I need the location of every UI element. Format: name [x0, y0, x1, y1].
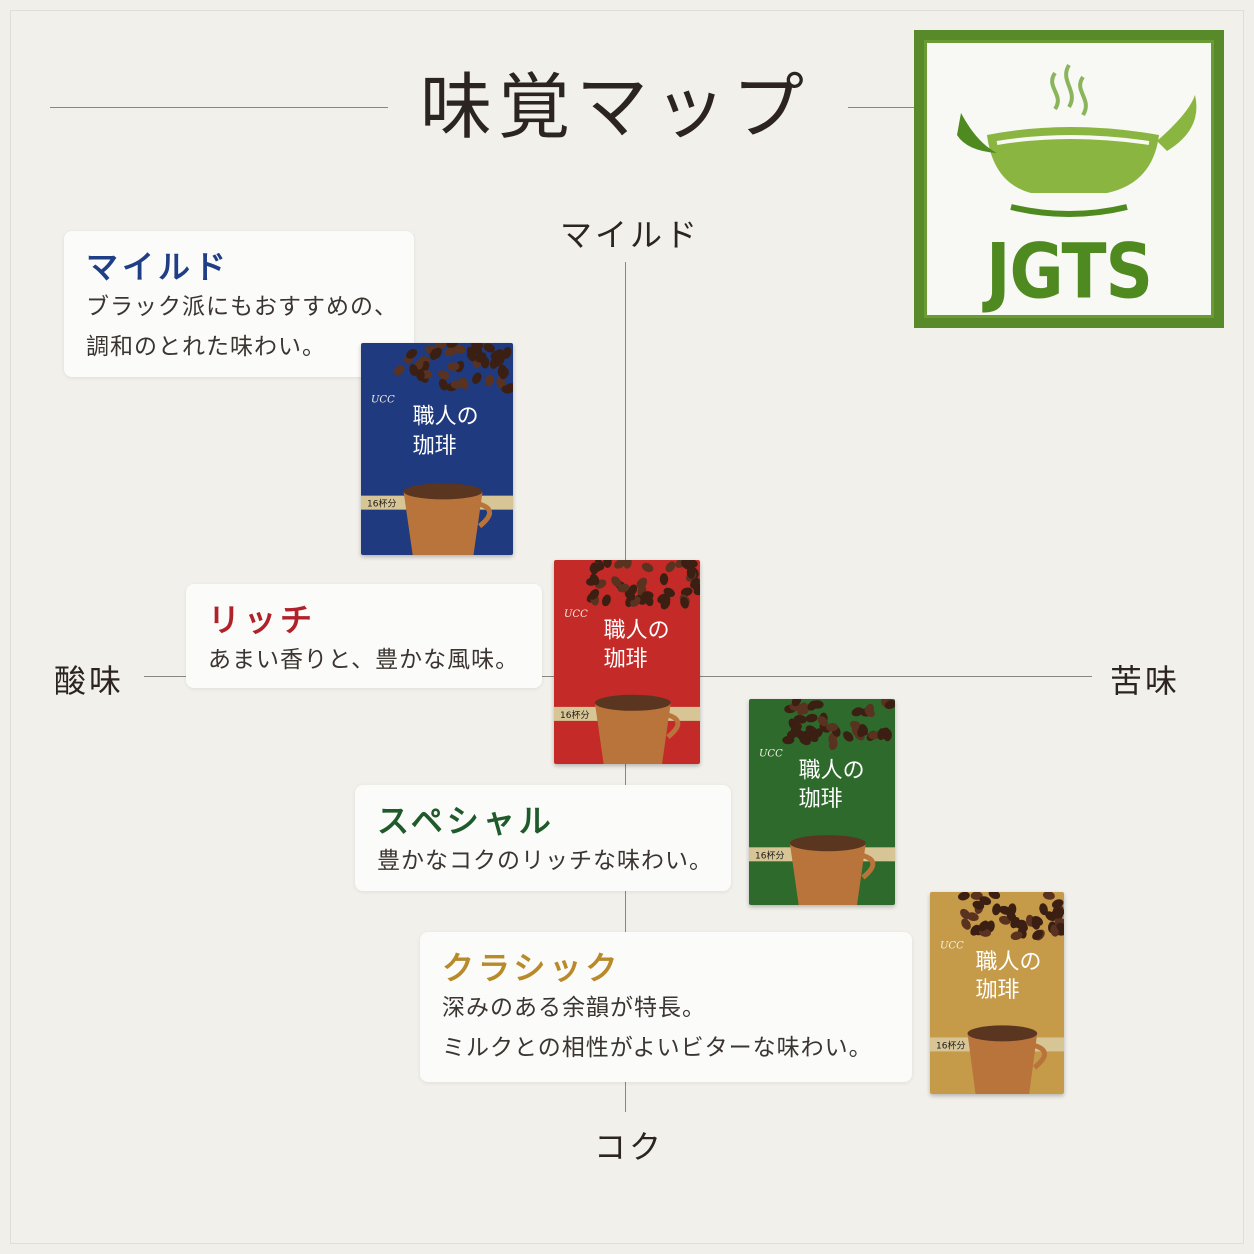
coffee-cup-icon [789, 835, 876, 905]
pack-title-line2: 珈琲 [976, 978, 1020, 1003]
product-pack-rich: UCC 職人の珈琲 16杯分 [554, 560, 700, 764]
product-desc-mild-2: 調和のとれた味わい。 [86, 334, 326, 360]
coffee-cup-icon [967, 1025, 1047, 1094]
title-rule-left [50, 107, 388, 108]
coffee-beans-icon [586, 560, 700, 610]
coffee-cup-icon [594, 694, 681, 764]
product-desc-rich-1: あまい香りと、豊かな風味。 [208, 647, 520, 673]
pack-title-line2: 珈琲 [604, 647, 648, 672]
product-desc-special-1: 豊かなコクのリッチな味わい。 [377, 848, 713, 874]
logo-text: JGTS [985, 227, 1153, 316]
pack-brand: UCC [759, 749, 783, 760]
axis-label-left: 酸味 [54, 662, 125, 700]
pack-brand: UCC [564, 609, 588, 620]
pack-title-line2: 珈琲 [413, 434, 457, 459]
product-desc-classic-2: ミルクとの相性がよいビターな味わい。 [442, 1035, 873, 1061]
pack-title-line1: 職人の [799, 758, 865, 783]
jgts-logo: JGTS [914, 30, 1224, 328]
pack-brand: UCC [371, 394, 395, 405]
product-name-mild: マイルド [86, 248, 231, 286]
axis-label-right: 苦味 [1110, 662, 1181, 700]
coffee-cup-icon [403, 483, 493, 555]
axis-label-top: マイルド [560, 216, 701, 254]
pack-title-line1: 職人の [413, 405, 479, 430]
page-title: 味覚マップ [419, 65, 810, 149]
product-card-mild: マイルド ブラック派にもおすすめの、 調和のとれた味わい。 [64, 231, 414, 377]
product-pack-classic: UCC 職人の珈琲 16杯分 [930, 892, 1064, 1094]
product-card-special: スペシャル 豊かなコクのリッチな味わい。 [355, 785, 731, 891]
product-name-rich: リッチ [208, 601, 317, 639]
axis-label-bottom: コク [594, 1128, 665, 1166]
pack-brand: UCC [940, 941, 964, 952]
product-name-classic: クラシック [442, 949, 622, 987]
green-tea-cup-icon [957, 63, 1197, 217]
pack-count: 16杯分 [936, 1039, 965, 1051]
product-desc-mild-1: ブラック派にもおすすめの、 [86, 294, 398, 320]
coffee-beans-icon [394, 343, 513, 394]
pack-count: 16杯分 [367, 498, 396, 510]
product-card-classic: クラシック 深みのある余韻が特長。 ミルクとの相性がよいビターな味わい。 [420, 932, 912, 1082]
pack-count: 16杯分 [755, 849, 784, 861]
coffee-beans-icon [782, 699, 895, 751]
product-pack-special: UCC 職人の珈琲 16杯分 [749, 699, 895, 905]
product-card-rich: リッチ あまい香りと、豊かな風味。 [186, 584, 542, 688]
product-desc-classic-1: 深みのある余韻が特長。 [442, 995, 706, 1021]
pack-title-line1: 職人の [604, 619, 670, 644]
pack-title-line2: 珈琲 [799, 787, 843, 812]
logo-panel: JGTS [924, 40, 1214, 318]
product-name-special: スペシャル [377, 802, 555, 840]
coffee-beans-icon [957, 892, 1064, 941]
pack-count: 16杯分 [560, 709, 589, 721]
title-rule-right [848, 107, 914, 108]
pack-title-line1: 職人の [976, 950, 1042, 975]
product-pack-mild: UCC 職人の珈琲 16杯分 [361, 343, 513, 555]
